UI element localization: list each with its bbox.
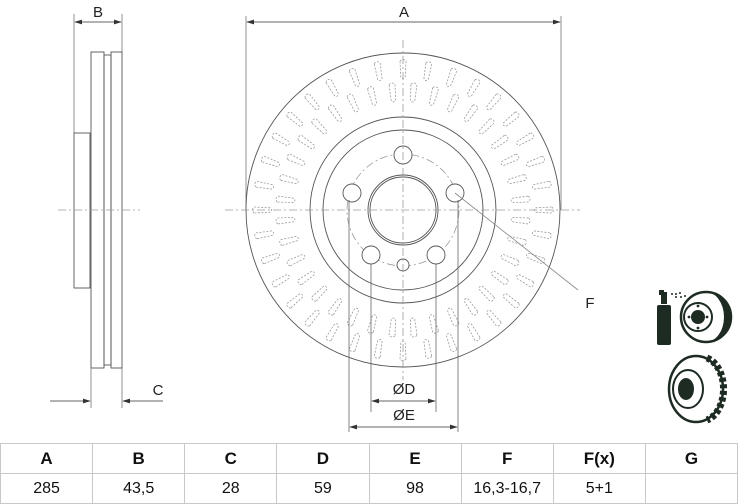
value-f: 16,3-16,7: [460, 473, 554, 504]
disc-cleaning-spray-icon: [657, 290, 733, 345]
value-e: 98: [368, 473, 462, 504]
dim-label-d: ØD: [393, 381, 416, 398]
table-row: 285 43,5 28 59 98 16,3-16,7 5+1: [0, 473, 738, 504]
value-b: 43,5: [92, 473, 186, 504]
value-g: [644, 473, 738, 504]
header-e: E: [368, 443, 462, 474]
table-header-row: A B C D E F F(x) G: [0, 443, 738, 474]
header-f: F: [460, 443, 554, 474]
value-a: 285: [0, 473, 94, 504]
header-a: A: [0, 443, 94, 474]
dim-label-f: F: [585, 295, 594, 312]
dim-label-c: C: [153, 382, 164, 399]
technical-drawing: B C A: [50, 4, 733, 432]
dim-label-b: B: [93, 4, 103, 21]
front-view: A: [225, 4, 595, 432]
header-c: C: [184, 443, 278, 474]
header-g: G: [644, 443, 738, 474]
dim-label-a: A: [399, 4, 409, 21]
header-fx: F(x): [552, 443, 646, 474]
vented-disc-icon: [667, 354, 728, 424]
value-fx: 5+1: [552, 473, 646, 504]
side-view: B C: [50, 4, 164, 408]
value-c: 28: [184, 473, 278, 504]
value-d: 59: [276, 473, 370, 504]
dim-label-e: ØE: [393, 407, 415, 424]
header-d: D: [276, 443, 370, 474]
header-b: B: [92, 443, 186, 474]
spec-table: A B C D E F F(x) G 285 43,5 28 59 98 16,…: [0, 443, 738, 504]
